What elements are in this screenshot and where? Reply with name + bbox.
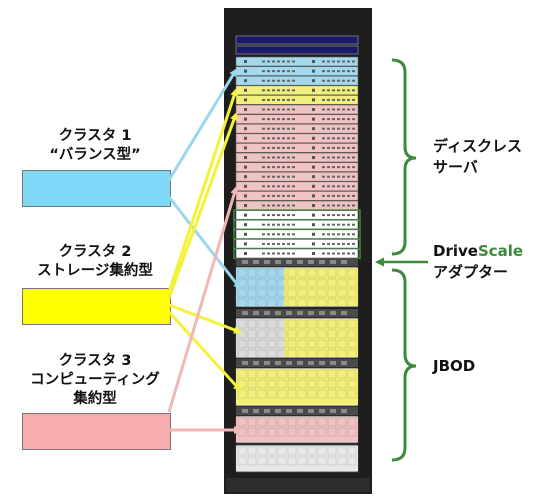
jbod-enclosure xyxy=(235,367,359,407)
arrow-cluster2-to-jbod xyxy=(168,303,242,334)
server-unit xyxy=(235,66,359,76)
server-unit xyxy=(235,162,359,172)
cluster-1-title: クラスタ 1 xyxy=(58,128,132,144)
jbod-enclosure xyxy=(235,444,359,473)
diskless-label-line2: サーバ xyxy=(433,158,478,176)
server-unit xyxy=(235,85,359,96)
arrow-cluster1-to-server xyxy=(167,68,238,181)
jbod-enclosure xyxy=(235,317,359,359)
jbod-label: JBOD xyxy=(433,357,476,375)
drivescale-label-scale: Scale xyxy=(477,242,524,260)
cluster-3-subtitle: コンピューティング xyxy=(30,372,160,388)
cluster-2-title: クラスタ 2 xyxy=(58,244,132,260)
server-unit xyxy=(235,219,359,230)
arrow-cluster2-to-jbod-2 xyxy=(167,310,242,392)
server-unit xyxy=(235,229,359,240)
arrow-cluster3-to-server xyxy=(167,186,239,413)
server-unit xyxy=(235,95,359,105)
cluster-3-swatch xyxy=(22,413,171,450)
cluster-3-subtitle2: 集約型 xyxy=(73,391,117,407)
server-unit xyxy=(235,123,359,134)
server-unit xyxy=(235,210,359,220)
adapter-label: アダプター xyxy=(433,263,509,281)
server-unit xyxy=(235,104,359,115)
arrow-cluster2-to-server-2 xyxy=(167,112,238,299)
rack-base xyxy=(226,478,370,492)
server-unit xyxy=(235,181,359,192)
server-unit xyxy=(235,171,359,182)
cluster-2-subtitle: ストレージ集約型 xyxy=(37,263,153,279)
jbod-bracket xyxy=(391,268,417,462)
server-unit xyxy=(235,56,359,67)
server-unit xyxy=(235,152,359,163)
drivescale-label-drive: Drive xyxy=(433,242,478,260)
jbod-enclosure xyxy=(235,266,359,308)
server-unit xyxy=(235,200,359,211)
jbod-enclosure xyxy=(235,415,359,444)
patch-panel-2 xyxy=(235,45,359,55)
cluster-2-swatch xyxy=(22,288,171,325)
server-unit xyxy=(235,239,359,249)
server-unit xyxy=(235,191,359,201)
arrow-cluster1-to-jbod xyxy=(167,196,242,290)
server-unit xyxy=(235,114,359,124)
server-unit xyxy=(235,143,359,153)
server-unit xyxy=(235,75,359,86)
cluster-3-title: クラスタ 3 xyxy=(58,353,132,369)
patch-panel-1 xyxy=(235,35,359,45)
arrow-cluster2-to-server xyxy=(167,88,238,293)
cluster-1-subtitle: “バランス型” xyxy=(49,147,141,163)
cluster-1-swatch xyxy=(22,170,171,207)
diskless-label-line1: ディスクレス xyxy=(433,137,522,155)
drivescale-label: DriveScale xyxy=(433,241,523,262)
server-unit xyxy=(235,133,359,144)
diskless-bracket xyxy=(391,58,417,256)
server-unit xyxy=(235,248,359,259)
